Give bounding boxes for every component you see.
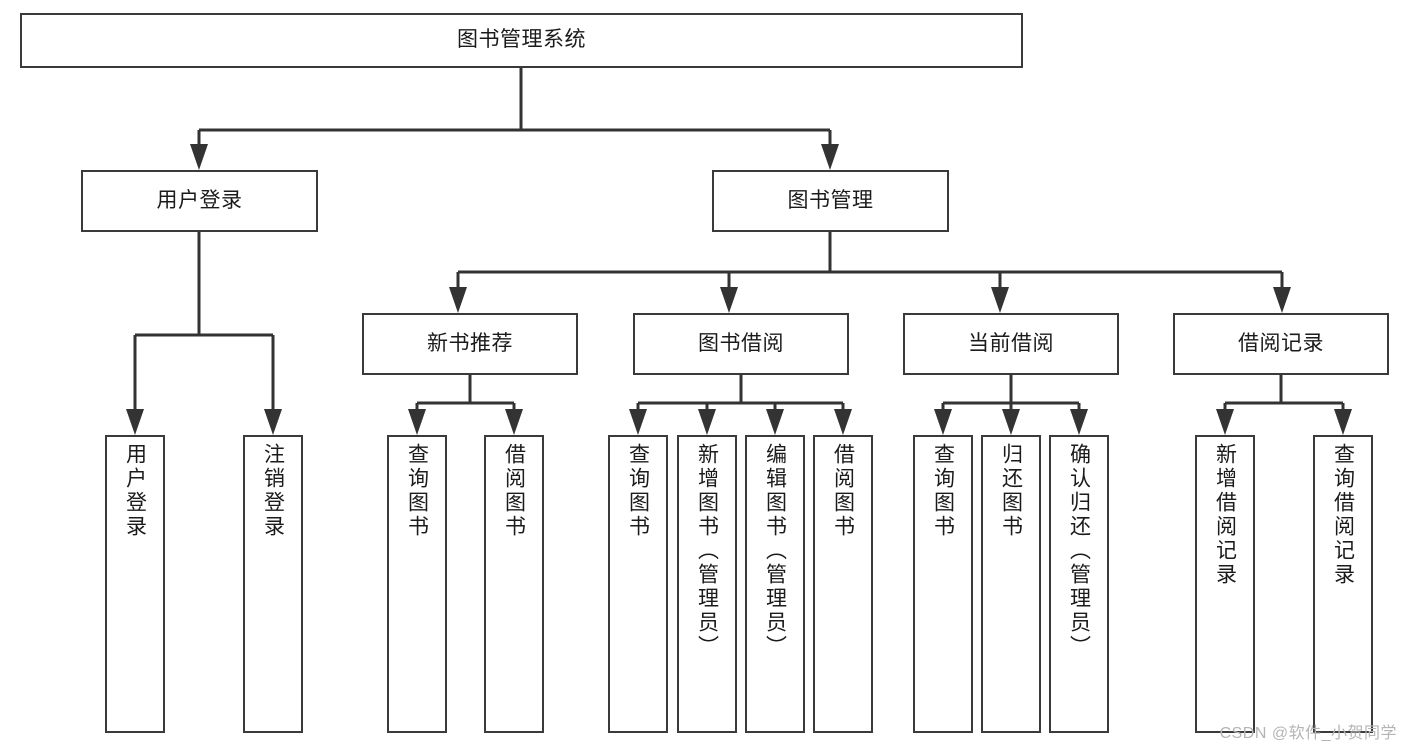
arrowhead-book-management-1	[720, 287, 738, 313]
node-label: 查询图书	[626, 443, 650, 539]
node-leaf-leaf-logout[interactable]: 注销登录	[243, 435, 303, 733]
node-label: 新书推荐	[427, 331, 513, 355]
node-book-borrow[interactable]: 图书借阅	[633, 313, 849, 375]
node-label: 借阅图书	[831, 443, 855, 539]
node-user-login[interactable]: 用户登录	[81, 170, 318, 232]
node-leaf-leaf-add-book-admin[interactable]: 新增图书（管理员）	[677, 435, 737, 733]
arrowhead-new-book-recommend-0	[408, 409, 426, 435]
node-label: 用户登录	[123, 443, 147, 539]
node-leaf-leaf-return-book[interactable]: 归还图书	[981, 435, 1041, 733]
node-label: 查询图书	[405, 443, 429, 539]
node-leaf-leaf-edit-book-admin[interactable]: 编辑图书（管理员）	[745, 435, 805, 733]
node-book-management[interactable]: 图书管理	[712, 170, 949, 232]
arrowhead-book-management-2	[991, 287, 1009, 313]
node-leaf-leaf-query-book-rec[interactable]: 查询图书	[387, 435, 447, 733]
node-label: 借阅图书	[502, 443, 526, 539]
node-label: 图书管理系统	[457, 28, 586, 52]
watermark-credit: CSDN @软件_小贺同学	[1219, 725, 1397, 742]
arrowhead-current-borrow-0	[934, 409, 952, 435]
arrowhead-book-borrow-1	[698, 409, 716, 435]
node-leaf-leaf-query-book-borrow[interactable]: 查询图书	[608, 435, 668, 733]
node-label: 注销登录	[261, 443, 285, 539]
node-label: 新增借阅记录	[1213, 443, 1237, 587]
arrowhead-book-borrow-2	[766, 409, 784, 435]
node-leaf-leaf-borrow-book-rec[interactable]: 借阅图书	[484, 435, 544, 733]
node-borrow-records[interactable]: 借阅记录	[1173, 313, 1389, 375]
arrowhead-root-0	[190, 144, 208, 170]
node-label: 当前借阅	[968, 331, 1054, 355]
node-label: 查询图书	[931, 443, 955, 539]
arrowhead-book-management-0	[449, 287, 467, 313]
node-leaf-leaf-borrow-book[interactable]: 借阅图书	[813, 435, 873, 733]
arrowhead-borrow-records-0	[1216, 409, 1234, 435]
node-label: 借阅记录	[1238, 331, 1324, 355]
node-leaf-leaf-add-borrow-record[interactable]: 新增借阅记录	[1195, 435, 1255, 733]
arrowhead-root-1	[821, 144, 839, 170]
arrowhead-new-book-recommend-1	[505, 409, 523, 435]
arrowhead-book-borrow-0	[629, 409, 647, 435]
node-label: 编辑图书（管理员）	[763, 443, 787, 659]
arrowhead-current-borrow-1	[1002, 409, 1020, 435]
node-label: 图书管理	[787, 188, 874, 212]
arrowhead-current-borrow-2	[1070, 409, 1088, 435]
node-current-borrow[interactable]: 当前借阅	[903, 313, 1119, 375]
node-label: 归还图书	[999, 443, 1023, 539]
arrowhead-book-borrow-3	[834, 409, 852, 435]
node-label: 图书借阅	[698, 331, 784, 355]
node-leaf-leaf-user-login[interactable]: 用户登录	[105, 435, 165, 733]
node-leaf-leaf-confirm-return-admin[interactable]: 确认归还（管理员）	[1049, 435, 1109, 733]
node-new-book-recommend[interactable]: 新书推荐	[362, 313, 578, 375]
node-label: 新增图书（管理员）	[695, 443, 719, 659]
node-label: 用户登录	[156, 188, 243, 212]
node-label: 确认归还（管理员）	[1067, 443, 1091, 659]
node-root-root[interactable]: 图书管理系统	[20, 13, 1023, 68]
arrowhead-borrow-records-1	[1334, 409, 1352, 435]
arrowhead-user-login-0	[126, 409, 144, 435]
node-label: 查询借阅记录	[1331, 443, 1355, 587]
node-leaf-leaf-query-book-current[interactable]: 查询图书	[913, 435, 973, 733]
node-leaf-leaf-query-borrow-record[interactable]: 查询借阅记录	[1313, 435, 1373, 733]
arrowhead-user-login-1	[264, 409, 282, 435]
arrowhead-book-management-3	[1273, 287, 1291, 313]
